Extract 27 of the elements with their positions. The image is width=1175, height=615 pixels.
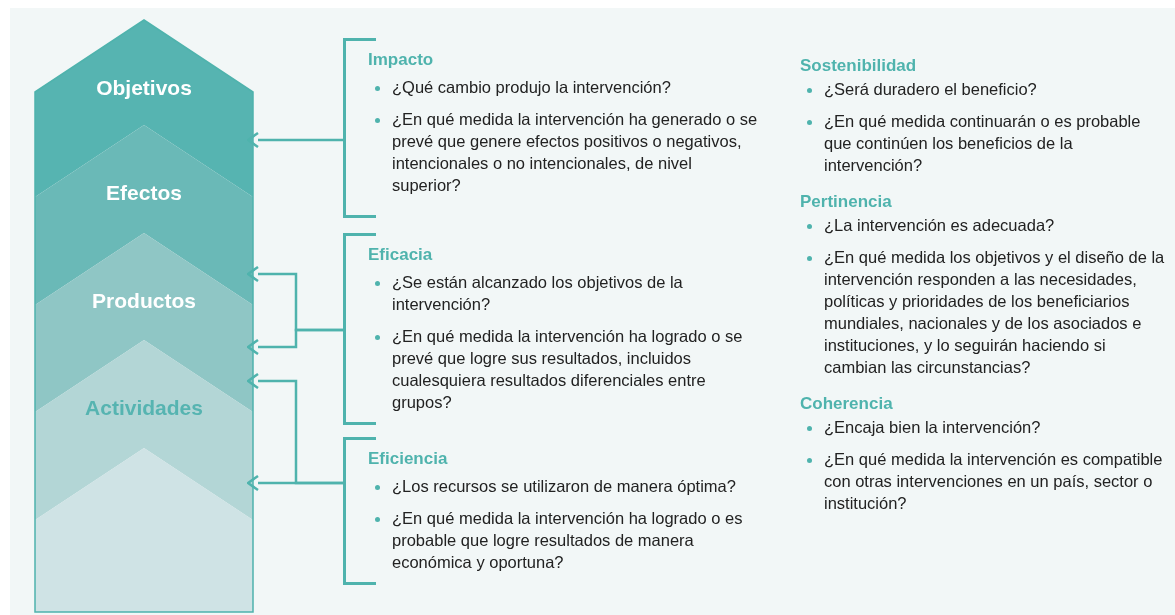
arrow: [246, 131, 343, 149]
bullet-item: ¿Será duradero el beneficio?: [800, 78, 1168, 100]
bullet-item: ¿En qué medida la intervención ha logrado o es probable que logre resultados de manera económica y oportuna?: [368, 507, 763, 573]
bullet-item: ¿En qué medida la intervención es compatible con otras intervenciones en un país, sector o institución?: [800, 448, 1168, 514]
bullet-item: ¿Qué cambio produjo la intervención?: [368, 76, 763, 98]
bullet-item: ¿En qué medida continuarán o es probable que continúen los beneficios de la intervención?: [800, 110, 1168, 176]
bullet-item: ¿Se están alcanzado los objetivos de la intervención?: [368, 271, 763, 315]
bullet-item: ¿Los recursos se utilizaron de manera óptima?: [368, 475, 763, 497]
bullet-item: ¿En qué medida la intervención ha logrado o se prevé que logre sus resultados, incluidos cualesquiera resultados diferenciales entre grupos?: [368, 325, 763, 413]
bullet-item: ¿Encaja bien la intervención?: [800, 416, 1168, 438]
section-heading: Sostenibilidad: [800, 56, 917, 76]
bullet-item: ¿En qué medida la intervención ha generado o se prevé que genere efectos positivos o negativos, intencionales o no intencionales, de nivel superior?: [368, 108, 763, 196]
band-label: Actividades: [84, 396, 204, 420]
arrow: [246, 328, 343, 356]
section-heading: Eficiencia: [368, 449, 448, 469]
section-heading: Pertinencia: [800, 192, 892, 212]
chevron-band: [35, 448, 253, 612]
band-label: Efectos: [105, 181, 183, 205]
band-label: Productos: [91, 289, 197, 313]
section-heading: Impacto: [368, 50, 434, 70]
band-label: Objetivos: [95, 76, 193, 100]
chevron-band: [35, 340, 253, 520]
bullet-item: ¿En qué medida los objetivos y el diseño de la intervención responden a las necesidades, políticas y prioridades de los beneficiarios mundiales, nacionales y de los asociados e instituciones, y lo seguirán haciendo si cambian las circunstancias?: [800, 246, 1168, 378]
section-heading: Coherencia: [800, 394, 893, 414]
arrow: [246, 474, 343, 492]
section-heading: Eficacia: [368, 245, 433, 265]
bullet-item: ¿La intervención es adecuada?: [800, 214, 1168, 236]
